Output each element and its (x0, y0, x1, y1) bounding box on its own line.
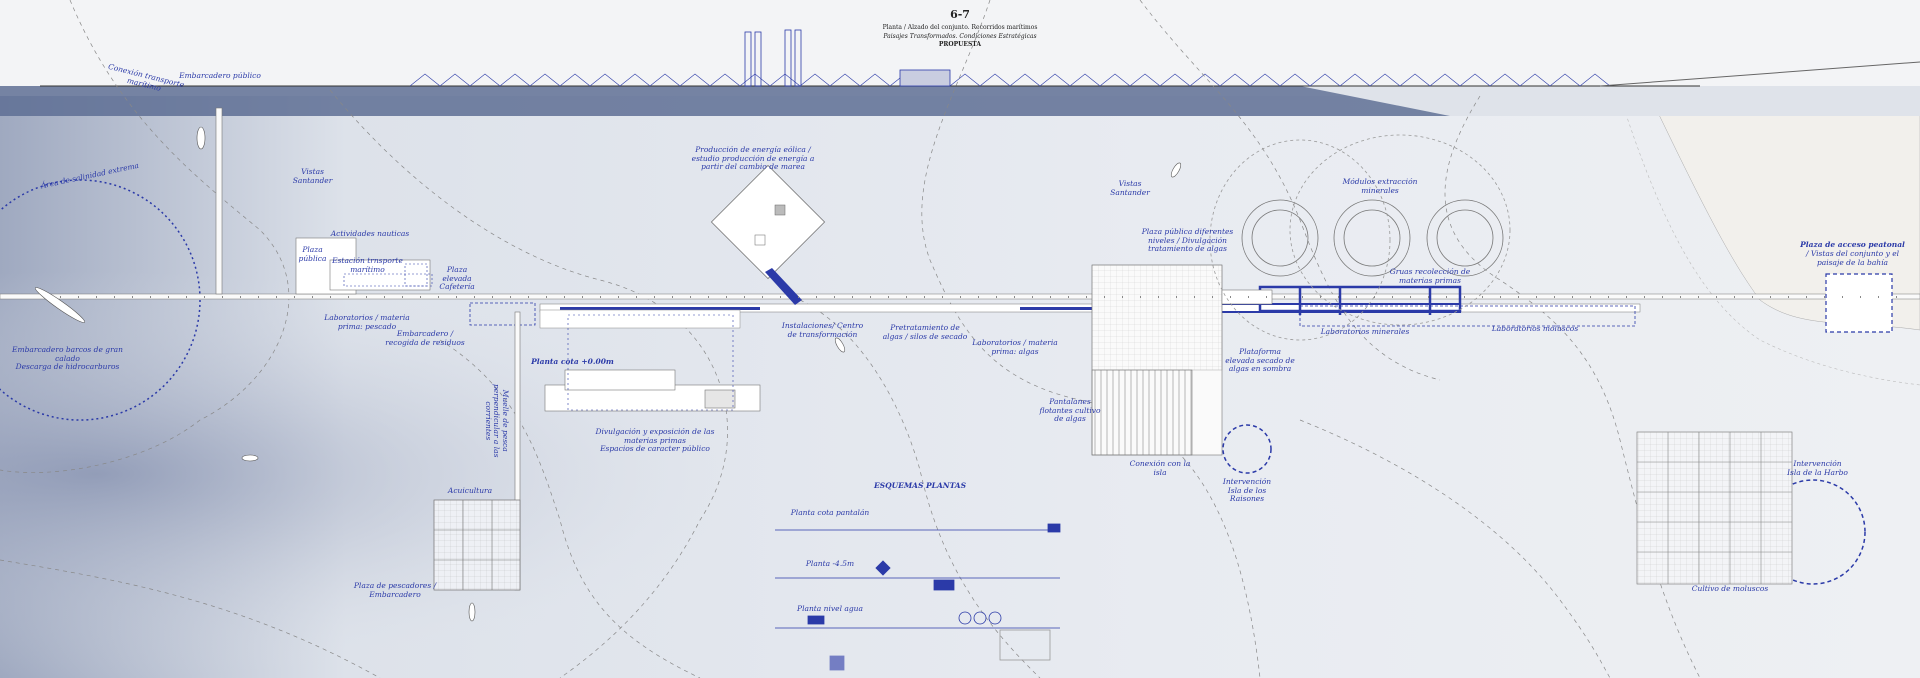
label-divulgacion: Divulgación y exposición de las materias… (595, 427, 715, 453)
sheet-stage: PROPUESTA (938, 41, 982, 48)
label-planta-cota: Planta cota +0.00m (531, 357, 614, 366)
label-embarcadero-barcos: Embarcadero barcos de gran calado Descar… (12, 345, 123, 371)
label-gruas: Gruas recolección de materias primas (1389, 267, 1471, 285)
label-laboratorios-algas: Laboratorios / materia prima: algas (972, 338, 1058, 356)
label-planta-nivel-agua: Planta nivel agua (797, 604, 863, 613)
sheet-number: 6-7 (950, 8, 970, 21)
label-plaza-publica-niveles: Plaza pública diferentes niveles / Divul… (1141, 227, 1234, 253)
label-pantalanes: Pantalanes flotantes cultivo de algas (1039, 397, 1101, 423)
label-plaza-pescadores: Plaza de pescadores / Embarcadero (353, 581, 437, 599)
label-acuicultura: Acuicultura (447, 486, 493, 495)
label-intervencion-harbo: Intervención Isla de la Harbo (1787, 459, 1848, 477)
label-actividades-nauticas: Actividades nauticas (330, 229, 410, 238)
label-instalaciones: Instalaciones/ Centro de transformación (781, 321, 864, 339)
sheet-title: Planta / Alzado del conjunto. Recorridos… (882, 24, 1038, 31)
elevation-band-fade (1300, 86, 1920, 116)
label-vistas-santander-1: Vistas Santander (292, 167, 333, 185)
label-cultivo-moluscos: Cultivo de moluscos (1691, 584, 1769, 593)
left-pier (215, 107, 433, 295)
island-raisones-circle (1222, 424, 1272, 474)
sky-band (0, 0, 1920, 96)
label-intervencion-raisones: Intervención Isla de los Raisones (1222, 477, 1272, 503)
coast-contour (1619, 95, 1920, 386)
elevation-towers (744, 29, 951, 87)
label-vistas-santander-2: Vistas Santander (1110, 179, 1150, 197)
label-plaza-acceso-sub: / Vistas del conjunto y el paisaje de la… (1805, 249, 1900, 267)
label-pretratamiento: Pretratamiento de algas / silos de secad… (882, 323, 968, 341)
sheet-subtitle: Paisajes Transformados. Condiciones Estr… (883, 33, 1037, 40)
label-planta-menos: Planta -4.5m (805, 559, 855, 568)
label-conexion-isla: Conexión con la isla (1129, 459, 1191, 477)
elevation-pier-right (1599, 61, 1920, 87)
mineral-ring-modules (1209, 134, 1511, 341)
label-laboratorios-pescado: Laboratorios / materia prima: pescado (324, 313, 410, 331)
salinity-zone-circle (0, 179, 201, 421)
fishing-pier (433, 311, 521, 591)
label-laboratorios-minerales: Laboratorios minerales (1320, 327, 1410, 336)
label-planta-pantalan: Planta cota pantalán (790, 508, 870, 517)
label-embarcadero-publico: Embarcadero público (179, 71, 261, 80)
wind-energy-platform (710, 164, 826, 305)
label-modulos-extraccion: Módulos extracción minerales (1342, 177, 1418, 195)
label-plaza-publica: Plaza pública (298, 245, 327, 263)
deep-water-shade (0, 96, 1920, 678)
label-plaza-elevada: Plaza elevada Cafetería (439, 265, 475, 291)
boats (35, 126, 1182, 622)
label-produccion-energia: Producción de energía eólica / estudio p… (691, 145, 815, 171)
label-muelle-corrientes: Muelle de pesca perpendicular a las corr… (483, 383, 510, 458)
algae-platform (1091, 264, 1273, 456)
label-esquemas-plantas: ESQUEMAS PLANTAS (873, 481, 967, 490)
pedestrian-plaza-box (1825, 273, 1893, 333)
plan-schemes (775, 523, 1061, 671)
label-laboratorios-moluscos: Laboratorios moluscos (1491, 324, 1579, 333)
exposition-building (544, 314, 761, 412)
mollusc-farm-grid (1636, 431, 1793, 585)
label-embarcadero-residuos: Embarcadero / recogida de residuos (385, 329, 465, 347)
label-plataforma-secado: Plataforma elevada secado de algas en so… (1225, 347, 1295, 373)
label-estacion-transporte: Estación trnsporte marítimo (332, 256, 403, 274)
label-plaza-acceso: Plaza de acceso peatonal (1800, 240, 1905, 249)
